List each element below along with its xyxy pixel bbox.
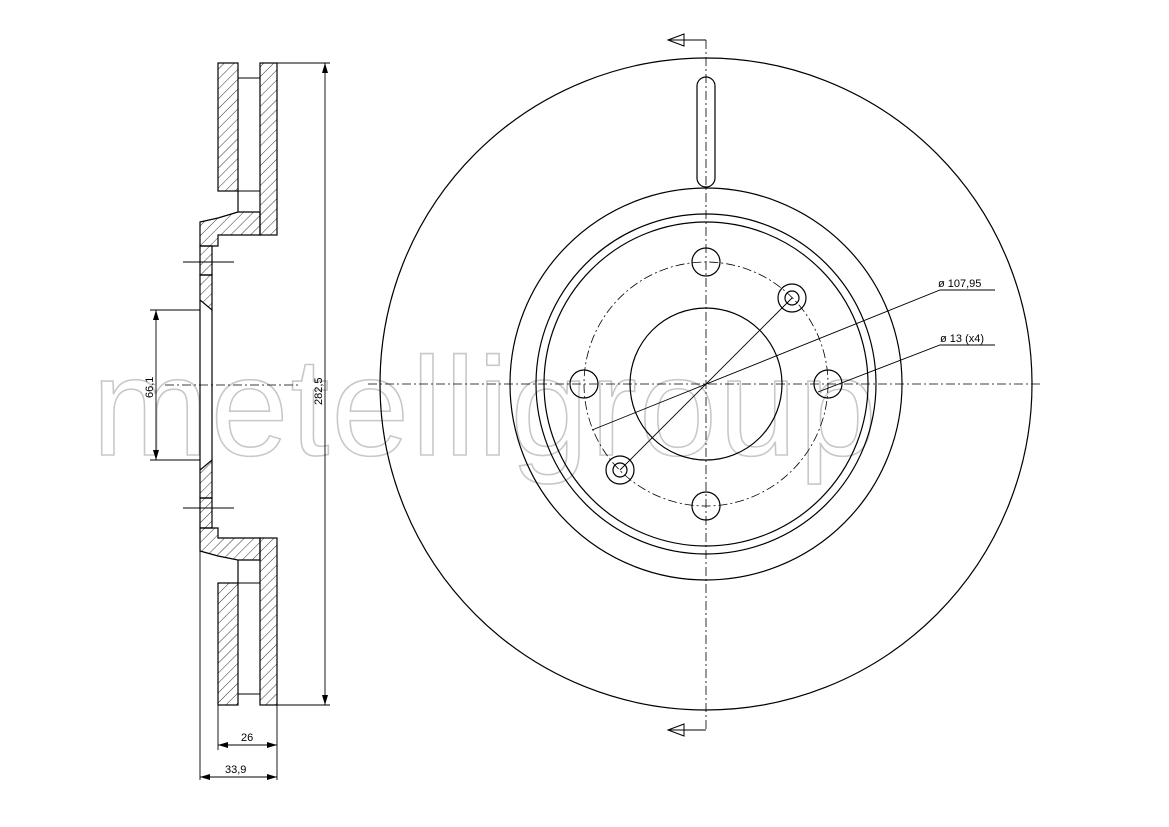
marked-hole-upper [777, 283, 807, 313]
overall-height-dimension: 33,9 [225, 764, 246, 776]
hat-section-lower [199, 527, 261, 583]
bolt-circle-label: ø 107,95 [938, 278, 981, 290]
hub-wall-upper-2 [199, 274, 213, 312]
disc-thickness-dimension: 26 [241, 732, 253, 744]
side-section-view: 282,5 66,1 26 33,9 [144, 62, 330, 780]
right-friction-plate [259, 62, 278, 236]
front-view: ø 107,95 ø 13 (x4) [368, 33, 1040, 737]
watermark: metelligroup [92, 328, 879, 485]
left-friction-plate-lower [217, 582, 239, 706]
hat-section-upper [199, 191, 261, 247]
hub-wall-lower [199, 497, 213, 529]
hub-diameter-dimension: 66,1 [144, 377, 156, 398]
marked-hole-lower [605, 455, 635, 485]
right-friction-plate-lower [259, 537, 278, 706]
bolt-holes-label: ø 13 (x4) [940, 333, 984, 345]
left-friction-plate [217, 62, 239, 192]
top-slot [696, 76, 716, 188]
hub-wall-upper [199, 245, 213, 276]
outer-diameter-dimension: 282,5 [313, 377, 325, 405]
